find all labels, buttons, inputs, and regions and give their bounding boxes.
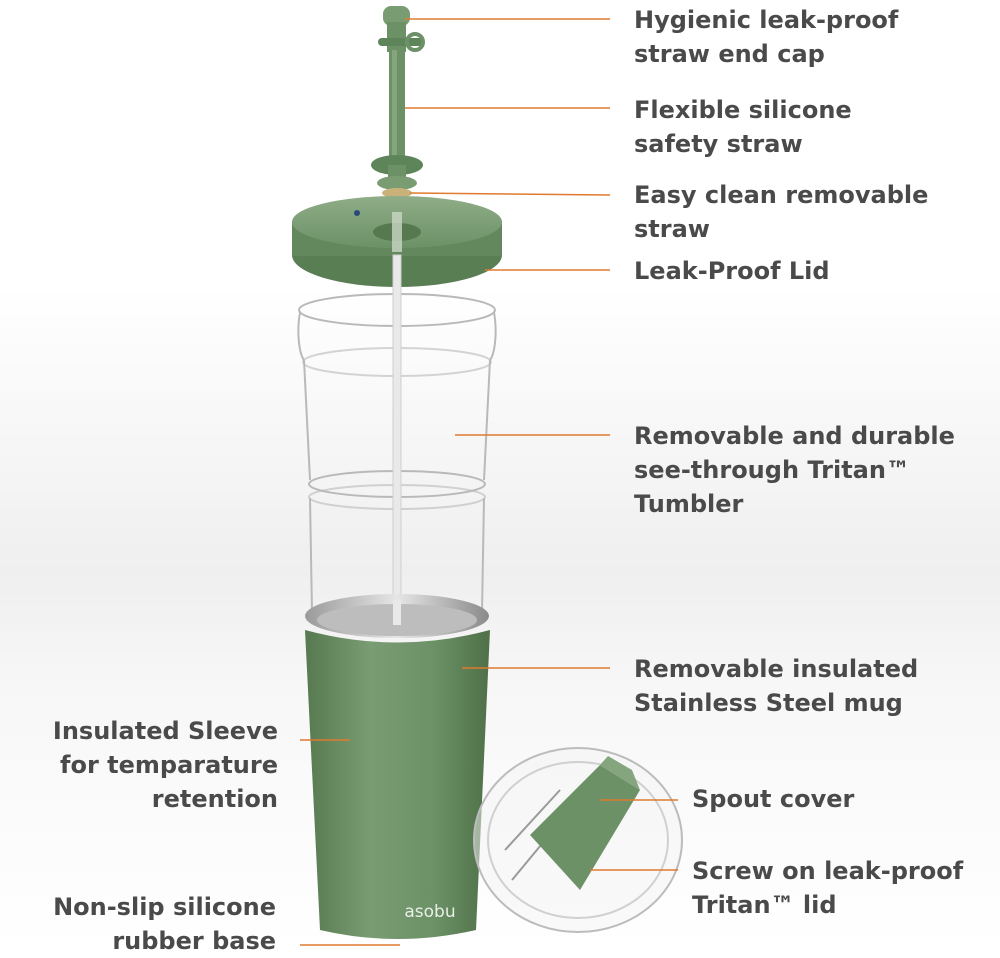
callout-line: Leak-Proof Lid xyxy=(634,257,830,285)
callout-line: Tritan™ lid xyxy=(692,891,837,919)
spout-cover xyxy=(530,756,640,890)
callout-line: Tumbler xyxy=(634,490,744,518)
callout-line: Hygienic leak-proof xyxy=(634,6,899,34)
callout-line: rubber base xyxy=(112,927,276,955)
callout-line: see-through Tritan™ xyxy=(634,456,910,484)
callout-insulated-sleeve: Insulated Sleeve for temparature retenti… xyxy=(53,714,278,816)
leader-line xyxy=(409,192,611,196)
callout-silicone-straw: Flexible silicone safety straw xyxy=(634,93,852,161)
callout-line: Removable and durable xyxy=(634,422,955,450)
callout-line: Removable insulated xyxy=(634,655,919,683)
callout-line: safety straw xyxy=(634,130,803,158)
callout-line: Spout cover xyxy=(692,785,855,813)
straw-end-cap xyxy=(378,6,425,52)
callout-spout-cover: Spout cover xyxy=(692,782,854,816)
leader-lines xyxy=(300,18,678,946)
callout-straw-end-cap: Hygienic leak-proof straw end cap xyxy=(634,3,898,71)
callout-steel-mug: Removable insulated Stainless Steel mug xyxy=(634,652,918,720)
callout-silicone-base: Non-slip silicone rubber base xyxy=(53,890,276,958)
insulated-sleeve: asobu xyxy=(305,630,490,939)
stainless-steel-mug xyxy=(305,594,489,638)
callout-tritan-tumbler: Removable and durable see-through Tritan… xyxy=(634,419,955,521)
callout-line: Non-slip silicone xyxy=(53,893,276,921)
callout-line: retention xyxy=(151,785,278,813)
tritan-tumbler xyxy=(297,254,497,626)
callout-line: Screw on leak-proof xyxy=(692,857,964,885)
callout-line: Insulated Sleeve xyxy=(52,717,278,745)
brand-logo: asobu xyxy=(404,902,455,922)
callout-line: straw end cap xyxy=(634,40,825,68)
callout-removable-straw: Easy clean removable straw xyxy=(634,178,928,246)
callout-screw-on-lid: Screw on leak-proof Tritan™ lid xyxy=(692,854,963,922)
callout-line: Stainless Steel mug xyxy=(634,689,903,717)
callout-leak-proof-lid: Leak-Proof Lid xyxy=(634,254,830,288)
callout-line: Flexible silicone xyxy=(634,96,852,124)
callout-line: for temparature xyxy=(60,751,278,779)
callout-line: Easy clean removable xyxy=(634,181,929,209)
screw-on-lid xyxy=(473,747,683,933)
leak-proof-lid xyxy=(292,196,502,287)
callout-line: straw xyxy=(634,215,710,243)
silicone-straw xyxy=(371,50,423,198)
